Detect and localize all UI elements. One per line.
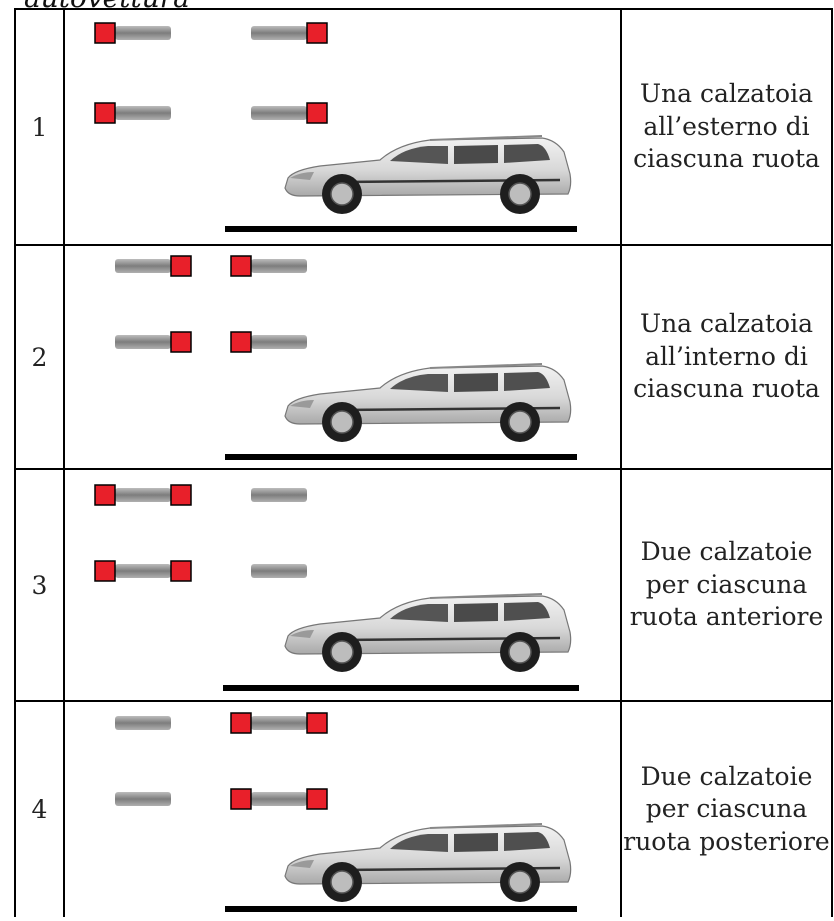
wheel-layout bbox=[94, 484, 307, 582]
ground-line bbox=[223, 685, 579, 691]
tire-icon bbox=[251, 792, 307, 806]
description-line: ruota posteriore bbox=[623, 826, 830, 856]
description-line: ciascuna ruota bbox=[633, 144, 820, 174]
tire-icon bbox=[251, 259, 307, 273]
tire-icon bbox=[251, 335, 307, 349]
table-row: 4 Due calzatoie per ciascuna bbox=[14, 700, 833, 917]
tire-icon bbox=[115, 335, 171, 349]
chock-icon bbox=[170, 331, 192, 353]
tire-icon bbox=[251, 564, 307, 578]
description-line: Una calzatoia bbox=[640, 309, 813, 339]
row-number: 3 bbox=[14, 468, 65, 702]
figure-cell bbox=[63, 700, 622, 917]
table-row: 3 Due calzatoie per ciascuna bbox=[14, 468, 833, 702]
chock-icon bbox=[94, 560, 116, 582]
chock-icon bbox=[94, 22, 116, 44]
chock-icon bbox=[94, 484, 116, 506]
description-line: all’esterno di bbox=[643, 111, 810, 141]
car-image bbox=[283, 134, 572, 216]
tire-icon bbox=[115, 564, 171, 578]
tire-icon bbox=[115, 716, 171, 730]
ground-line bbox=[225, 226, 577, 232]
chock-icon bbox=[306, 22, 328, 44]
tire-icon bbox=[115, 26, 171, 40]
ground-line bbox=[225, 454, 577, 460]
chock-icon bbox=[306, 788, 328, 810]
description-line: ruota anteriore bbox=[629, 602, 824, 632]
description-line: per ciascuna bbox=[645, 569, 808, 599]
wheel-layout bbox=[115, 712, 328, 810]
chock-icon bbox=[230, 331, 252, 353]
table-row: 2 Una calzatoia all’interno di bbox=[14, 244, 833, 470]
row-description: Due calzatoie per ciascuna ruota anterio… bbox=[620, 468, 833, 702]
tire-icon bbox=[251, 488, 307, 502]
tire-icon bbox=[115, 259, 171, 273]
figure-cell bbox=[63, 8, 622, 246]
wheel-chock-table: 1 Una calzatoia all’esterno di bbox=[14, 8, 833, 917]
row-description: Due calzatoie per ciascuna ruota posteri… bbox=[620, 700, 833, 917]
row-number: 1 bbox=[14, 8, 65, 246]
description-line: Due calzatoie bbox=[640, 537, 813, 567]
chock-icon bbox=[94, 102, 116, 124]
tire-icon bbox=[251, 106, 307, 120]
car-image bbox=[283, 362, 572, 444]
chock-icon bbox=[230, 712, 252, 734]
chock-icon bbox=[306, 102, 328, 124]
chock-icon bbox=[306, 712, 328, 734]
row-description: Una calzatoia all’interno di ciascuna ru… bbox=[620, 244, 833, 470]
tire-icon bbox=[115, 792, 171, 806]
description-line: per ciascuna bbox=[645, 794, 808, 824]
chock-diagram-2 bbox=[115, 255, 577, 460]
ground-line bbox=[225, 906, 577, 912]
tire-icon bbox=[251, 26, 307, 40]
chock-diagram-1 bbox=[94, 22, 577, 232]
chock-icon bbox=[230, 788, 252, 810]
table-row: 1 Una calzatoia all’esterno di bbox=[14, 8, 833, 246]
row-number: 4 bbox=[14, 700, 65, 917]
car-image bbox=[283, 592, 572, 674]
row-number: 2 bbox=[14, 244, 65, 470]
description-line: Due calzatoie bbox=[640, 761, 813, 791]
chock-icon bbox=[170, 560, 192, 582]
car-image bbox=[283, 822, 572, 904]
clipped-header-text: autovettura bbox=[24, 0, 190, 12]
tire-icon bbox=[115, 106, 171, 120]
tire-icon bbox=[115, 488, 171, 502]
row-description: Una calzatoia all’esterno di ciascuna ru… bbox=[620, 8, 833, 246]
wheel-layout bbox=[94, 22, 328, 124]
wheel-layout bbox=[115, 255, 307, 353]
chock-icon bbox=[170, 484, 192, 506]
chock-diagram-4 bbox=[115, 712, 577, 912]
figure-cell bbox=[63, 244, 622, 470]
chock-icon bbox=[170, 255, 192, 277]
figure-cell bbox=[63, 468, 622, 702]
description-line: all’interno di bbox=[645, 341, 808, 371]
chock-diagram-3 bbox=[94, 484, 579, 691]
tire-icon bbox=[251, 716, 307, 730]
description-line: Una calzatoia bbox=[640, 79, 813, 109]
chock-icon bbox=[230, 255, 252, 277]
description-line: ciascuna ruota bbox=[633, 374, 820, 404]
